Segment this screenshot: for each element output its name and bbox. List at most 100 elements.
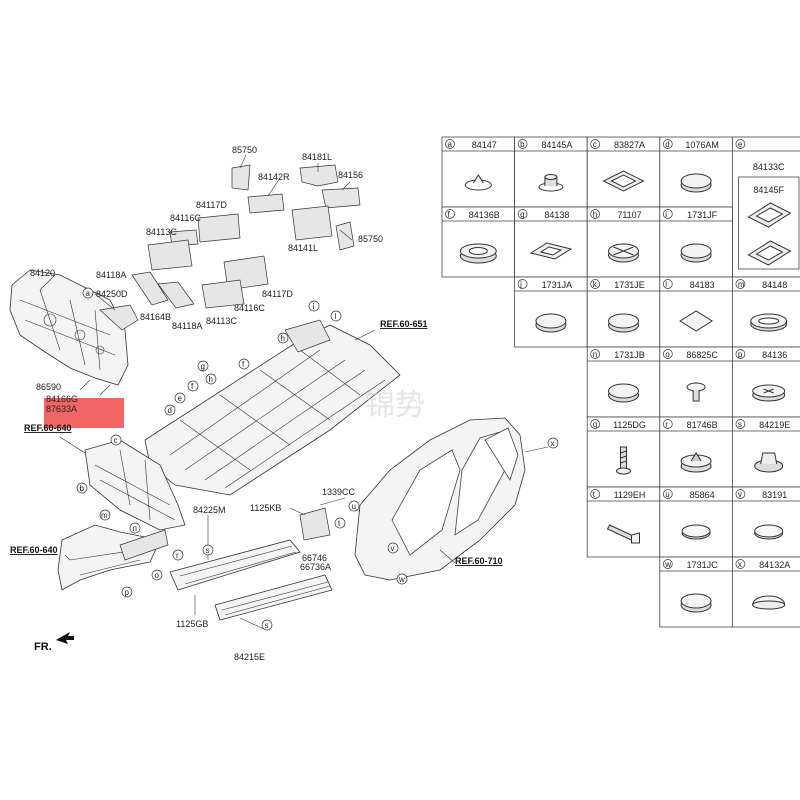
label-87633A: 87633A <box>46 404 77 414</box>
dash-panel-upper <box>9 269 139 386</box>
label-84117D-bottom: 84117D <box>262 289 293 299</box>
svg-text:i: i <box>313 302 315 311</box>
cell-letter: h <box>593 210 597 219</box>
callout-l: l <box>330 310 342 322</box>
highlight-box <box>44 398 124 428</box>
cell-part-number: 84219E <box>759 420 790 430</box>
callout-g: g <box>197 360 209 372</box>
cell-part-number: 1076AM <box>685 140 719 150</box>
label-84156: 84156 <box>338 170 363 180</box>
cell-part-number: 84148 <box>762 280 787 290</box>
label-84181L: 84181L <box>302 152 332 162</box>
callout-w: w <box>396 573 408 585</box>
svg-text:c: c <box>114 436 118 445</box>
svg-text:d: d <box>168 406 172 415</box>
label-84118A-bottom: 84118A <box>172 321 202 331</box>
label-84250D: 84250D <box>96 289 128 299</box>
part-g-icon <box>529 242 573 260</box>
cell-letter: k <box>593 280 598 289</box>
ref-labels: REF.60-651 REF.60-640 REF.60-640 REF.60-… <box>10 319 503 566</box>
part-a-icon <box>464 174 492 191</box>
table-cell-u: u 85864 <box>659 486 733 558</box>
cell-letter: m <box>738 280 745 289</box>
table-cell-m: m 84148 <box>732 276 800 348</box>
cell-letter: j <box>519 280 522 289</box>
ref-60-640-upper: REF.60-640 <box>24 423 72 433</box>
gasket-icon <box>747 202 792 266</box>
part-f-icon <box>459 243 497 264</box>
callout-n: n <box>129 522 141 534</box>
cell-letter: g <box>520 210 524 219</box>
svg-text:s: s <box>206 546 210 555</box>
part-p-icon <box>752 384 786 402</box>
svg-text:e: e <box>178 394 183 403</box>
svg-text:u: u <box>352 502 356 511</box>
svg-text:v: v <box>391 544 395 553</box>
callout-e: e <box>174 392 186 404</box>
cell-letter: v <box>738 490 742 499</box>
callout-b: b <box>76 482 88 494</box>
cell-part-number: 83191 <box>762 490 787 500</box>
cell-letter: a <box>448 140 453 149</box>
cell-letter: p <box>738 350 743 359</box>
label-84164B: 84164B <box>140 312 171 322</box>
label-66746: 66746 <box>302 553 327 563</box>
part-x-icon <box>752 595 786 610</box>
svg-text:t: t <box>338 519 341 528</box>
table-cell-g: g 84138 <box>514 206 588 278</box>
svg-text:o: o <box>155 571 160 580</box>
callout-f2: f <box>238 358 250 370</box>
callout-i: i <box>308 300 320 312</box>
callout-x: x <box>547 437 559 449</box>
side-body-frame <box>299 417 526 581</box>
cell-part-number: 1731JA <box>542 280 573 290</box>
table-cell-j: j 1731JA <box>514 276 588 348</box>
callout-t: t <box>334 517 346 529</box>
cell-letter: l <box>665 280 667 289</box>
callout-s1: s <box>202 544 214 556</box>
part-j-icon <box>535 313 567 333</box>
under-covers <box>169 539 333 621</box>
svg-text:n: n <box>133 524 137 533</box>
svg-text:a: a <box>86 289 91 298</box>
cell-part-number: 81746B <box>687 420 718 430</box>
part-m-icon <box>750 313 788 332</box>
svg-text:g: g <box>201 362 205 371</box>
table-cell-v: v 83191 <box>732 486 800 558</box>
cell-part-number: 1731JF <box>687 210 718 220</box>
fr-arrow-icon <box>56 632 74 644</box>
part-h-icon <box>608 243 639 263</box>
label-85750-top: 85750 <box>232 145 257 155</box>
cell-letter: q <box>593 420 597 429</box>
cell-part-number: 84132A <box>759 560 790 570</box>
part-q-icon <box>616 446 631 475</box>
fr-label: FR. <box>34 641 52 653</box>
cell-letter: u <box>665 490 669 499</box>
part-r-icon <box>680 452 712 473</box>
ref-60-651: REF.60-651 <box>380 319 428 329</box>
label-84116C-top: 84116C <box>170 213 201 223</box>
callout-u: u <box>348 500 360 512</box>
callout-s2: s <box>261 619 273 631</box>
cell-part-number: 84138 <box>544 210 569 220</box>
svg-text:f: f <box>242 360 245 369</box>
label-84118A-top: 84118A <box>96 270 126 280</box>
cell-letter: i <box>665 210 667 219</box>
label-84113C-bottom: 84113C <box>206 316 237 326</box>
label-84113C-top: 84113C <box>146 227 177 237</box>
cell-part-number: 85864 <box>690 490 715 500</box>
cell-letter: o <box>665 350 670 359</box>
svg-text:r: r <box>176 551 179 560</box>
